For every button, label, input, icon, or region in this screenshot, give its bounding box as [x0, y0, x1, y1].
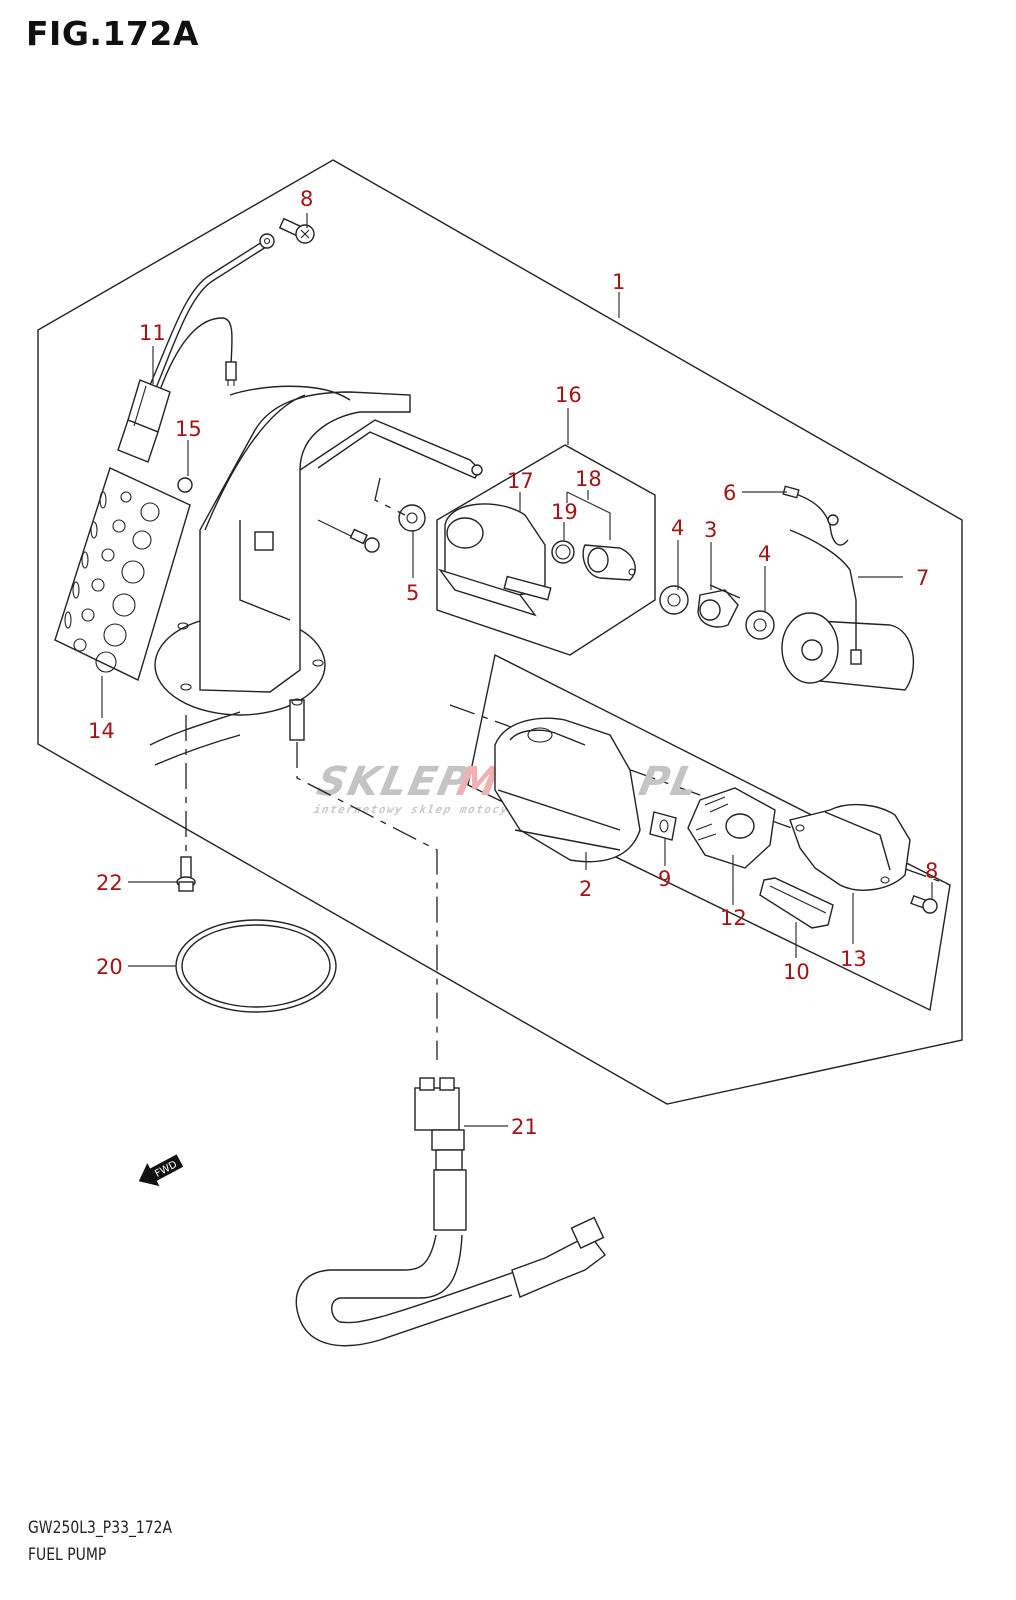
regulator: [438, 503, 552, 617]
callout-20: 20: [96, 955, 123, 979]
callout-labels: 1 2 3 4 4 5 6 7 8 8 9 10 11 12 13 14 15 …: [88, 187, 938, 1139]
screw-top: [278, 217, 315, 244]
fuel-hose: [295, 1077, 606, 1347]
bracket-screw: [317, 519, 380, 553]
callout-14: 14: [88, 719, 115, 743]
clip: [649, 811, 677, 841]
damper: [697, 584, 741, 628]
cushion-right: [745, 610, 775, 640]
callout-18: 18: [575, 467, 602, 491]
callout-4b: 4: [758, 542, 771, 566]
cushion-left: [659, 585, 689, 615]
pump-holder: [494, 717, 641, 863]
callout-15: 15: [175, 417, 202, 441]
fuel-pump: [781, 529, 915, 691]
callout-11: 11: [139, 321, 166, 345]
pump-bracket: [149, 385, 483, 766]
callout-7: 7: [916, 566, 929, 590]
figure-title: FIG.172A: [26, 14, 199, 53]
assembly-outline: [37, 159, 963, 1105]
callout-8-right: 8: [925, 859, 938, 883]
bolt: [176, 715, 196, 892]
cushion-bar: [759, 877, 834, 929]
callout-10: 10: [783, 960, 810, 984]
regulator-set-outline: [436, 444, 656, 656]
callout-17: 17: [507, 469, 534, 493]
callout-12: 12: [720, 906, 747, 930]
washer: [374, 477, 426, 532]
callout-21: 21: [511, 1115, 538, 1139]
wiring-harness: [117, 233, 275, 463]
callout-3: 3: [704, 518, 717, 542]
callout-9: 9: [658, 867, 671, 891]
callout-2: 2: [579, 877, 592, 901]
joint: [582, 544, 636, 581]
lead-wire: [782, 485, 849, 546]
diagram-name: FUEL PUMP: [28, 1545, 107, 1565]
o-ring: [551, 540, 575, 564]
callout-1: 1: [612, 270, 625, 294]
callout-8-top: 8: [300, 187, 313, 211]
fwd-label: FWD: [153, 1159, 179, 1180]
callout-22: 22: [96, 871, 123, 895]
callout-4a: 4: [671, 516, 684, 540]
screw-right: [910, 894, 938, 914]
watermark-part1: SKLEP: [313, 757, 475, 804]
callout-6: 6: [723, 481, 736, 505]
clamp: [177, 477, 193, 493]
protector: [54, 467, 191, 681]
callout-leaders: [101, 213, 933, 1127]
filter: [687, 787, 776, 869]
hose-guide-line: [296, 742, 438, 1060]
fwd-arrow-icon: FWD: [138, 1154, 184, 1187]
pump-group-outline: [467, 653, 951, 1012]
callout-19: 19: [551, 500, 578, 524]
callout-16: 16: [555, 383, 582, 407]
callout-13: 13: [840, 947, 867, 971]
gasket: [175, 919, 337, 1013]
callout-5: 5: [406, 581, 419, 605]
watermark-subtitle: internetowy sklep motocyklowy: [313, 803, 551, 816]
diagram-code: GW250L3_P33_172A: [28, 1518, 173, 1538]
case: [789, 803, 911, 891]
